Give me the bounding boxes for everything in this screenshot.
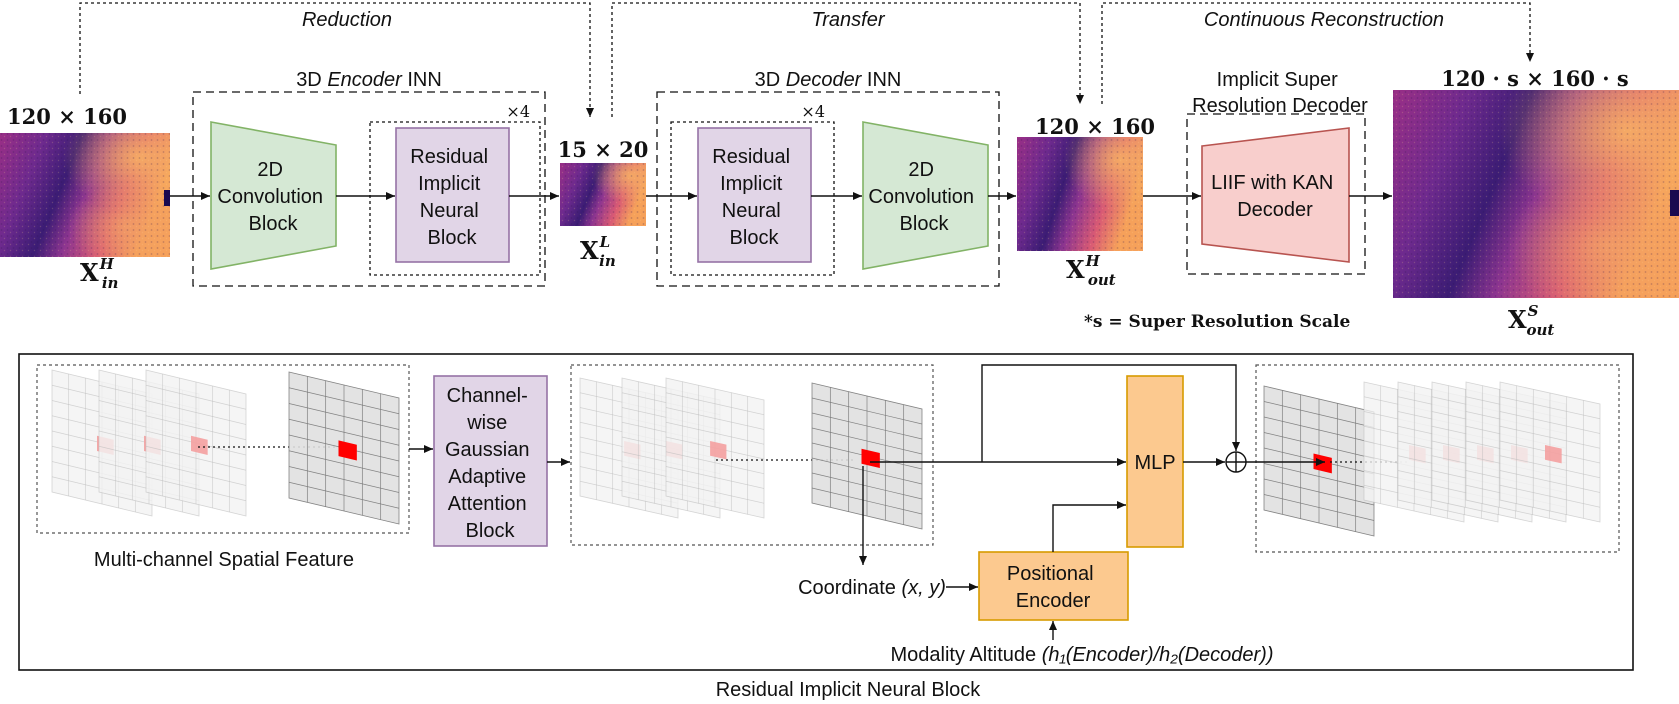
query-cell (861, 448, 880, 469)
feature-sheet (1499, 381, 1601, 523)
decoder-group-label: 3D Decoder INN (755, 69, 902, 91)
mlp-block (1126, 375, 1184, 548)
continuous-reconstruction-label: Continuous Reconstruction (1204, 9, 1444, 31)
sum-node (1225, 451, 1247, 473)
liif-kan-decoder (1201, 127, 1350, 263)
transfer-label: Transfer (812, 9, 886, 31)
low-res-latent-image (560, 163, 646, 226)
low-dim-label: 15 × 20 (558, 137, 649, 162)
mcsf-label: Multi-channel Spatial Feature (94, 549, 354, 571)
sr-dim-label: 120 · s × 160 · s (1441, 66, 1628, 91)
reduction-label: Reduction (302, 9, 392, 31)
encoder-repeat-label: ×4 (506, 102, 530, 121)
altitude-label: Modality Altitude (h₁(Encoder)/h₂(Decode… (891, 644, 1274, 666)
output-feature-panel (1255, 364, 1620, 553)
output-hr-image (1017, 137, 1143, 251)
decoder-group-box (656, 91, 1000, 287)
query-cell (191, 435, 208, 455)
query-cell (710, 441, 727, 460)
decoder-conv-block (862, 121, 989, 270)
input-image (0, 133, 170, 257)
input-feature-stack (51, 369, 400, 525)
feature-sheet (145, 369, 247, 517)
isr-decoder-label: Implicit Super Resolution Decoder (1192, 69, 1368, 117)
cgaab-block (433, 375, 548, 547)
output-sr-image (1393, 90, 1679, 298)
decoder-repeat-box (670, 121, 835, 276)
decoder-rinb-label: Residual Implicit Neural Block (712, 146, 795, 249)
cgaab-label: Channel- wise Gaussian Adaptive Attentio… (445, 385, 535, 542)
attended-feature-panel (570, 364, 934, 546)
query-cell (338, 440, 357, 461)
rinb-detail-frame (18, 353, 1634, 671)
query-cell (1545, 445, 1562, 464)
top-connectors (79, 2, 1534, 117)
encoder-rinb-label: Residual Implicit Neural Block (410, 146, 493, 249)
decoder-repeat-label: ×4 (801, 102, 825, 121)
feature-sheet (1263, 385, 1375, 537)
liif-kan-label: LIIF with KAN Decoder (1211, 172, 1339, 221)
feature-sheet (665, 377, 765, 519)
mlp-label: MLP (1134, 452, 1175, 474)
positional-encoder-label: Positional Encoder (1007, 563, 1099, 612)
feature-sheet (288, 371, 400, 525)
encoder-conv-block (210, 121, 337, 270)
encoder-repeat-box (369, 121, 541, 276)
feature-sheet (811, 382, 923, 530)
encoder-conv-block-label: 2D Convolution Block (217, 159, 328, 235)
decoder-rinb-block (697, 127, 812, 263)
output-dim-label: 120 × 160 (1035, 114, 1155, 139)
encoder-rinb-block (395, 127, 510, 263)
output-feature-stack (1263, 381, 1601, 537)
rinb-arrows (409, 364, 1325, 640)
decoder-conv-block-label: 2D Convolution Block (868, 159, 979, 235)
attended-feature-stack (579, 377, 923, 530)
input-dim-label: 120 × 160 (7, 104, 127, 129)
encoder-group-label: 3D Encoder INN (296, 69, 442, 91)
scale-note: *s = Super Resolution Scale (1084, 312, 1350, 332)
rinb-detail-title: Residual Implicit Neural Block (716, 679, 982, 701)
encoder-group-box (192, 91, 546, 287)
coordinate-label: Coordinate (x, y) (798, 577, 946, 599)
